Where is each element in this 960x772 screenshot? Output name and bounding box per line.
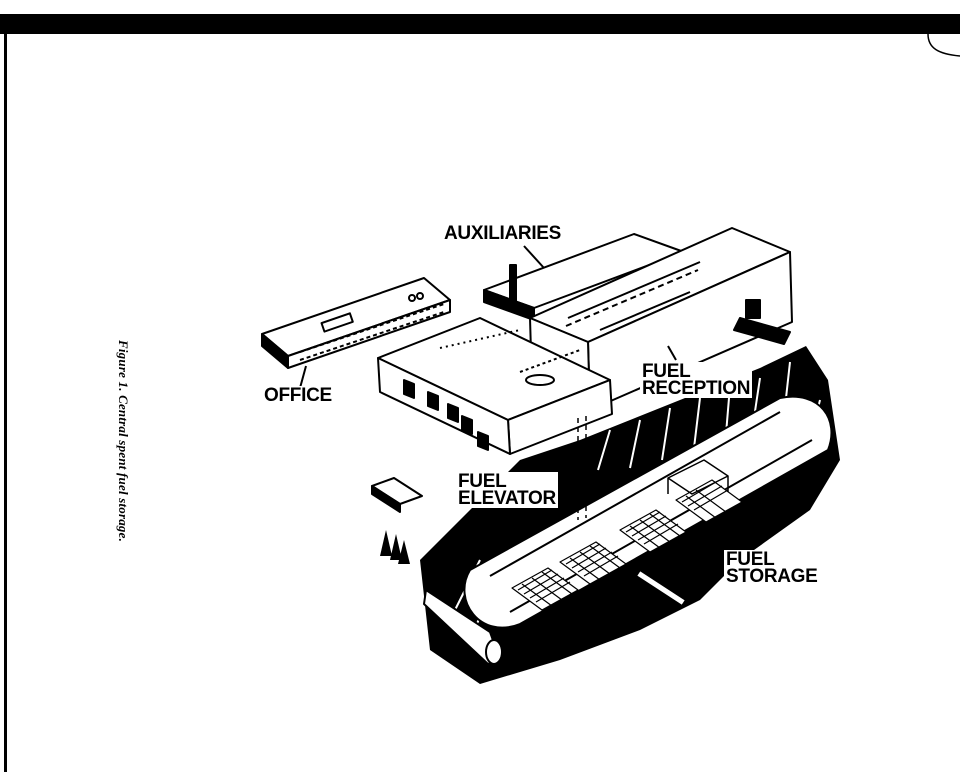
- fuel-reception-leader: [667, 345, 677, 361]
- access-tube: [423, 589, 503, 665]
- label-auxiliaries: AUXILIARIES: [444, 223, 562, 244]
- label-fuel-reception-line-1: FUEL: [642, 361, 691, 382]
- auxiliaries-leader: [523, 245, 545, 269]
- label-office: OFFICE: [262, 385, 334, 406]
- auxiliaries-building: [483, 233, 685, 321]
- label-fuel-elevator-line-1: FUEL: [458, 471, 507, 492]
- label-fuel-elevator: FUEL ELEVATOR: [456, 472, 558, 508]
- label-fuel-storage: FUEL STORAGE: [724, 550, 820, 586]
- page-corner-curl: [927, 33, 960, 57]
- office-leader: [299, 365, 307, 389]
- label-fuel-reception: FUEL RECEPTION: [640, 361, 753, 399]
- label-fuel-reception-line-2: RECEPTION: [642, 378, 751, 399]
- storage-pools: [511, 479, 743, 611]
- scan-top-border: [0, 14, 960, 34]
- trees: [380, 530, 410, 564]
- small-hut: [371, 477, 423, 513]
- scan-left-margin-line: [4, 14, 7, 772]
- fuel-elevator-shaft: [577, 416, 587, 520]
- label-fuel-elevator-line-2: ELEVATOR: [458, 488, 556, 509]
- label-fuel-storage-line-2: STORAGE: [726, 566, 818, 587]
- office-building: [261, 277, 451, 369]
- fuel-storage-tunnel: [463, 395, 833, 629]
- central-building: [377, 317, 613, 455]
- label-fuel-storage-line-1: FUEL: [726, 549, 775, 570]
